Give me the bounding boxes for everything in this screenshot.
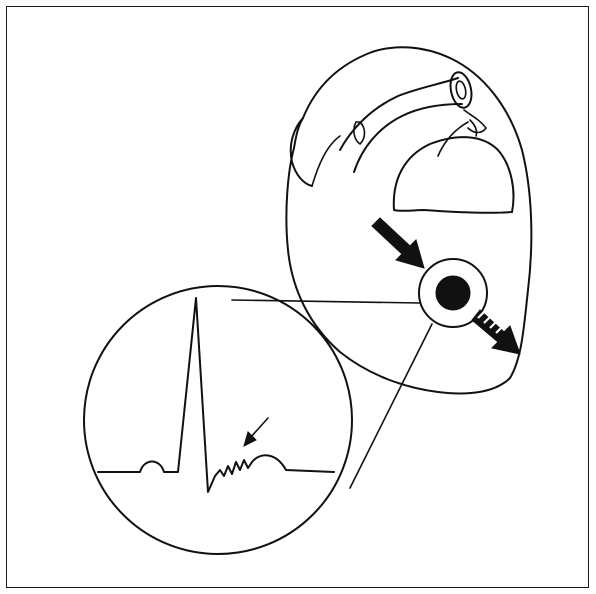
- solid-arrow-icon: [372, 218, 424, 268]
- magnified-view-circle: [84, 286, 352, 554]
- hatched-arrow-icon: [472, 310, 520, 354]
- small-arrow-icon: [244, 418, 268, 446]
- magnification-lines: [232, 300, 432, 488]
- ecg-trace: [98, 298, 334, 492]
- heart-outline-icon: [286, 47, 531, 393]
